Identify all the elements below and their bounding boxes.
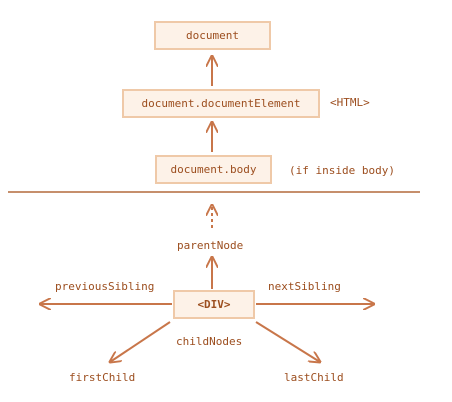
arrow-firstchild [110, 321, 171, 362]
node-document-body: document.body [155, 155, 272, 184]
label-parent-node: parentNode [177, 239, 244, 252]
node-document-element: document.documentElement [122, 89, 320, 118]
label-last-child: lastChild [284, 371, 344, 384]
arrow-lastchild [255, 321, 320, 362]
label-next-sibling: nextSibling [268, 280, 341, 293]
label-first-child: firstChild [69, 371, 136, 384]
node-div: <DIV> [173, 290, 255, 319]
label-previous-sibling: previousSibling [55, 280, 155, 293]
annotation-html: <HTML> [330, 96, 370, 109]
annotation-if-inside-body: (if inside body) [289, 164, 395, 177]
label-child-nodes: childNodes [176, 335, 243, 348]
node-document: document [154, 21, 271, 50]
